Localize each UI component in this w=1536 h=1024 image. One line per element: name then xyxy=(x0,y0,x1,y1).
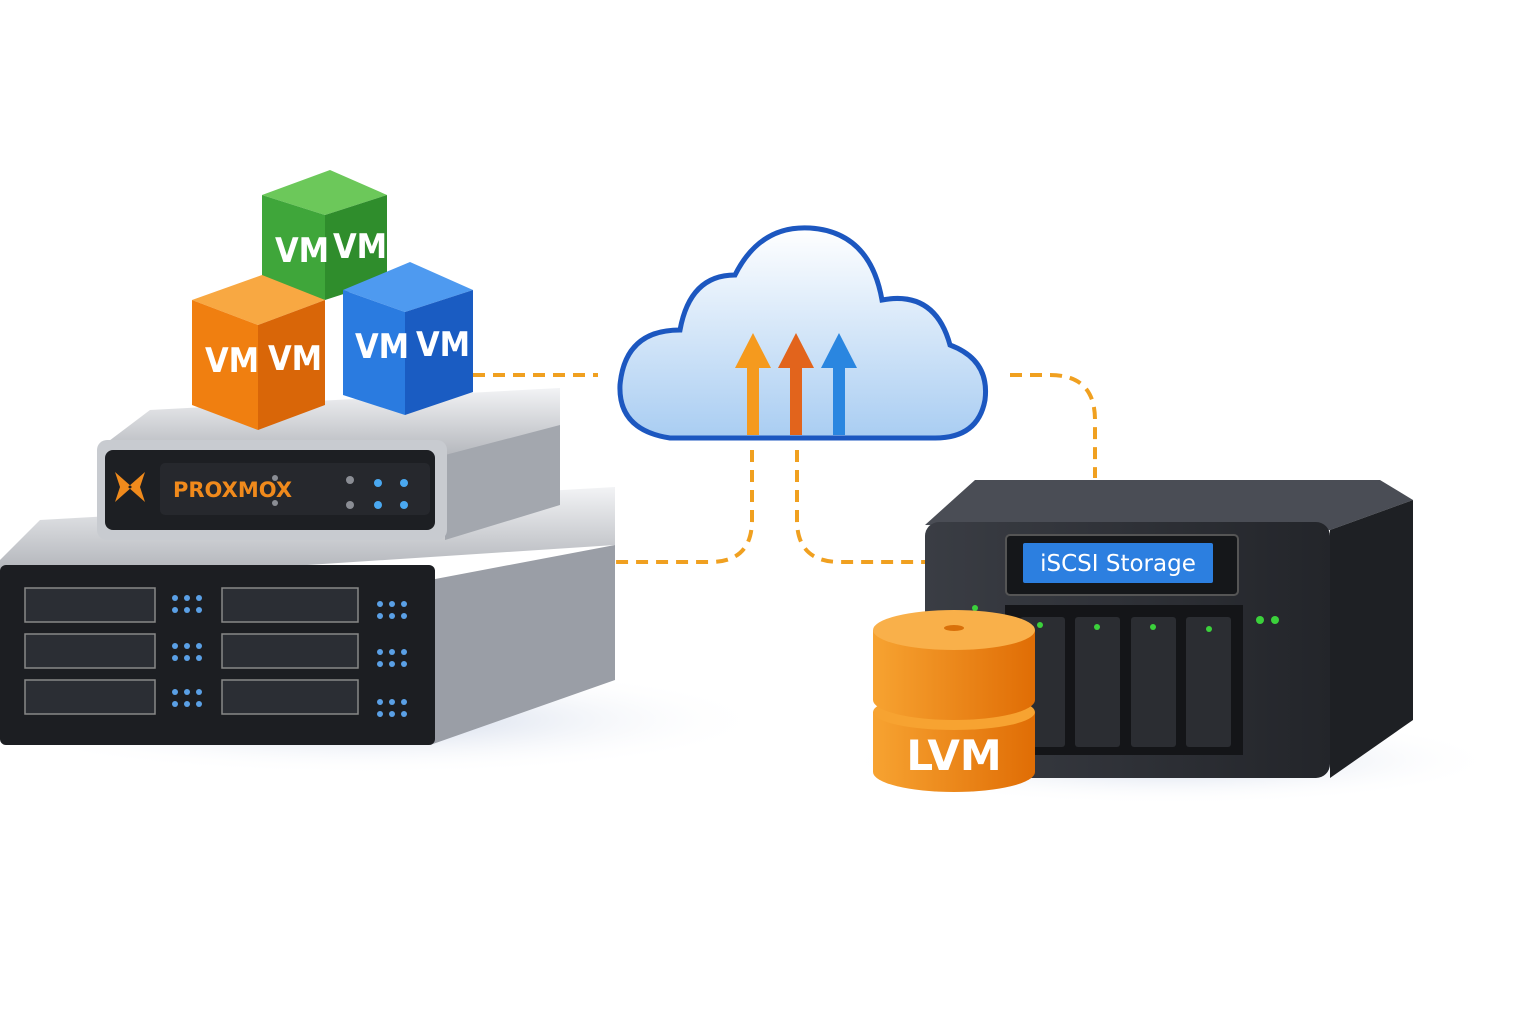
proxmox-host: PROXMOX xyxy=(97,388,560,540)
lvm-volume: LVM xyxy=(873,610,1035,792)
connector-cloud-nas xyxy=(795,450,925,564)
connector-cloud-host xyxy=(615,450,754,564)
vm-cube-green: VM VM xyxy=(262,170,387,300)
vm-label: VM xyxy=(333,227,387,267)
upload-arrows-icon xyxy=(735,333,857,435)
connector-cloud-storage xyxy=(1010,373,1097,478)
host-brand: PROXMOX xyxy=(173,478,292,502)
storage-display: iSCSI Storage xyxy=(1040,551,1196,577)
vm-label: VM xyxy=(355,327,409,367)
volume-label: LVM xyxy=(906,731,1001,780)
vm-label: VM xyxy=(275,231,329,271)
vm-label: VM xyxy=(416,325,470,365)
vm-cube-blue: VM VM xyxy=(343,262,473,415)
connectors xyxy=(473,373,1097,564)
proxmox-logo-icon xyxy=(115,472,145,502)
cloud-icon xyxy=(617,225,989,441)
vm-label: VM xyxy=(205,341,259,381)
vm-cube-orange: VM VM xyxy=(192,275,325,430)
vm-label: VM xyxy=(268,339,322,379)
